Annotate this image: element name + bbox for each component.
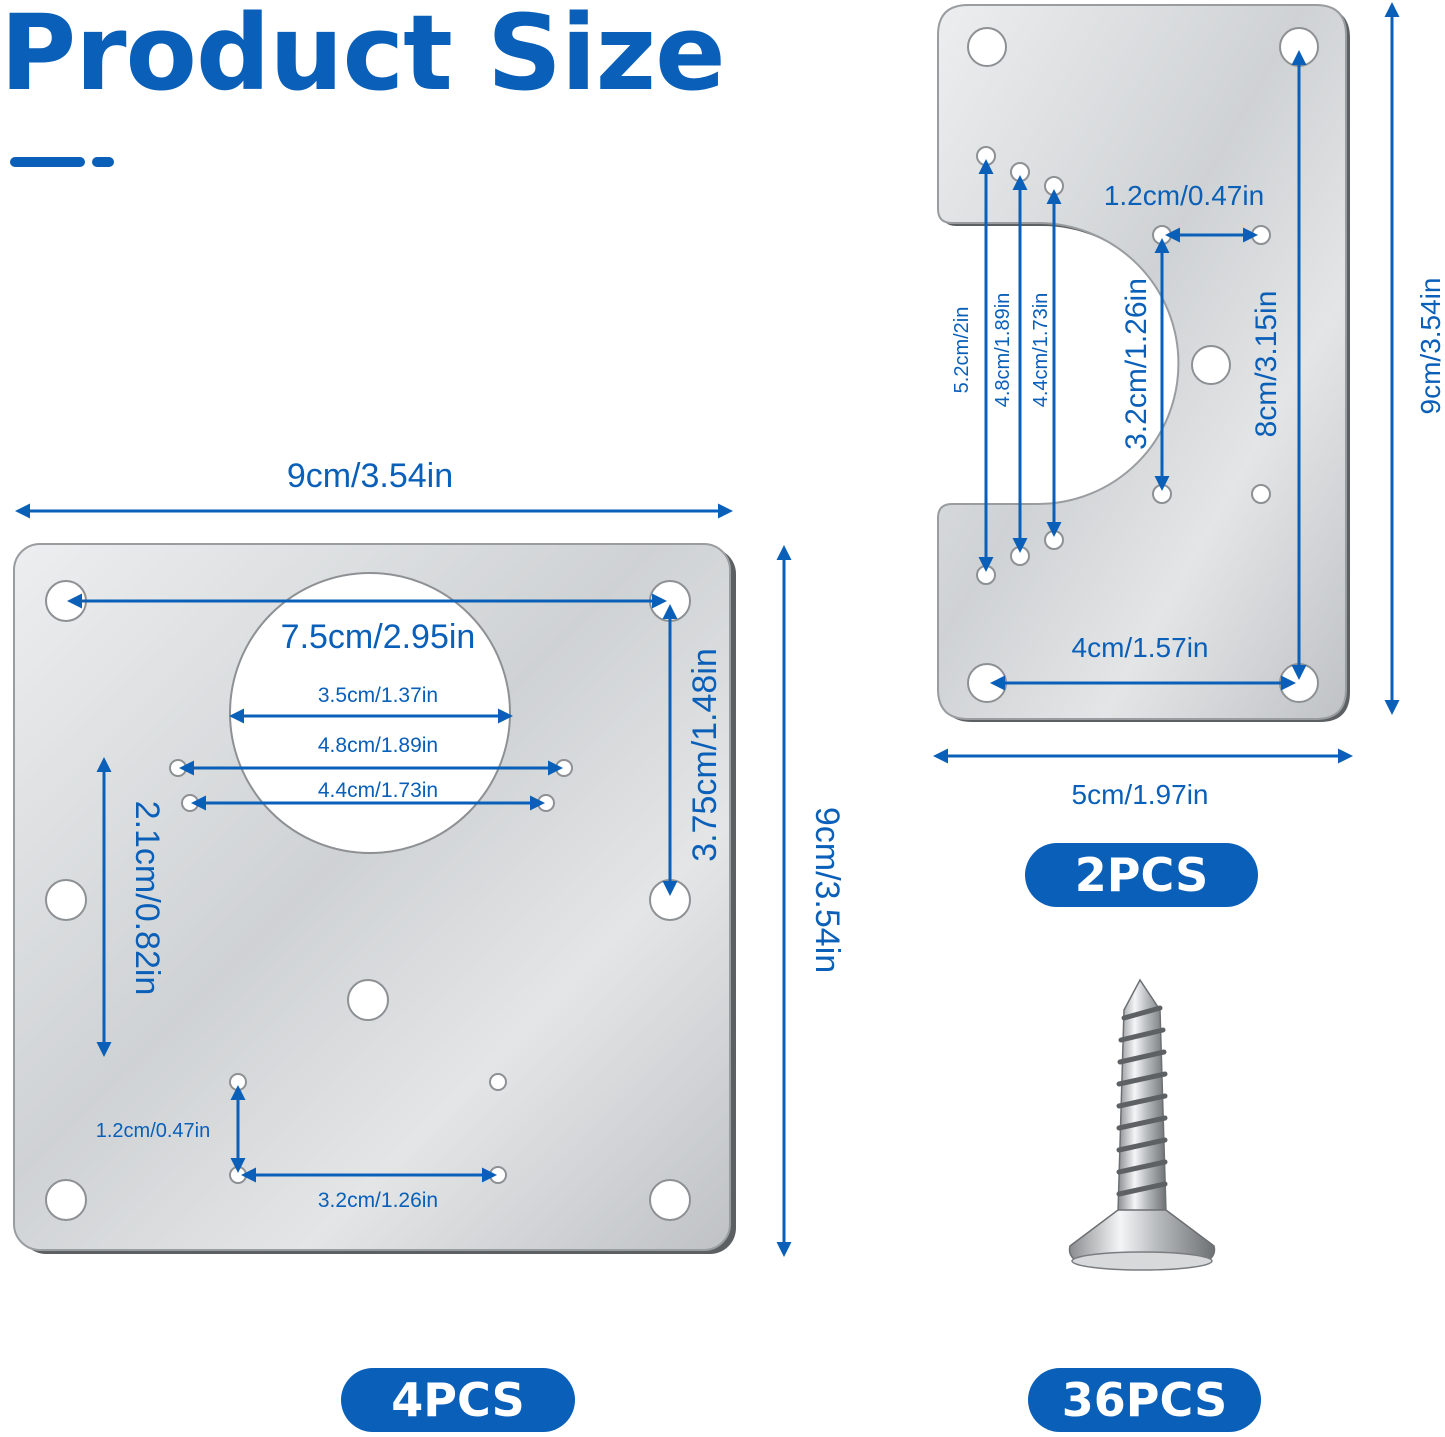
side-span-label: 3.75cm/1.48in bbox=[686, 648, 724, 862]
outer-hole-span-label: 4.8cm/1.89in bbox=[318, 734, 438, 757]
square-height-label: 9cm/3.54in bbox=[808, 807, 846, 973]
small-vertical-label: 1.2cm/0.47in bbox=[96, 1120, 211, 1142]
vertical-small-label: 3.2cm/1.26in bbox=[1120, 278, 1153, 450]
small-horizontal-label: 3.2cm/1.26in bbox=[318, 1189, 438, 1212]
circle-label: 3.5cm/1.37in bbox=[318, 684, 438, 707]
rect-width-label: 5cm/1.97in bbox=[1072, 779, 1209, 810]
small-hole bbox=[1251, 484, 1271, 504]
square-plate bbox=[13, 543, 736, 1254]
horizontal-small-label: 1.2cm/0.47in bbox=[1104, 180, 1264, 211]
bottom-span-label: 4cm/1.57in bbox=[1072, 632, 1209, 663]
square-plate-dimensions bbox=[14, 503, 792, 1257]
small-hole bbox=[229, 1073, 247, 1091]
inner-hole-span-label: 4.4cm/1.73in bbox=[318, 779, 438, 802]
small-hole bbox=[489, 1073, 507, 1091]
side-hole bbox=[45, 879, 87, 921]
quantity-badge-square-plate: 4PCS bbox=[341, 1368, 575, 1432]
corner-hole bbox=[45, 1179, 87, 1221]
vertical-hole-label: 2.1cm/0.82in bbox=[128, 801, 166, 996]
screw bbox=[1068, 978, 1216, 1271]
left-span-1-label: 5.2cm/2in bbox=[951, 307, 973, 394]
rect-height-label: 9cm/3.54in bbox=[1415, 278, 1445, 415]
left-span-3-label: 4.4cm/1.73in bbox=[1030, 293, 1052, 408]
large-round-cutout bbox=[229, 572, 511, 854]
title-underline-dot bbox=[92, 157, 114, 167]
corner-span-label: 7.5cm/2.95in bbox=[281, 618, 476, 656]
title-underline bbox=[10, 157, 85, 167]
quantity-badge-rect-plate: 2PCS bbox=[1025, 843, 1258, 907]
square-width-label: 9cm/3.54in bbox=[287, 457, 453, 495]
rect-plate bbox=[937, 4, 1350, 722]
left-span-2-label: 4.8cm/1.89in bbox=[992, 293, 1014, 408]
page-title: Product Size bbox=[0, 0, 726, 114]
center-hole bbox=[1191, 345, 1231, 385]
corner-hole bbox=[649, 1179, 691, 1221]
center-hole bbox=[347, 979, 389, 1021]
quantity-badge-screw: 36PCS bbox=[1028, 1368, 1261, 1432]
corner-hole bbox=[967, 27, 1007, 67]
rect-plate-dimensions bbox=[933, 1, 1400, 764]
hole-span-label: 8cm/3.15in bbox=[1250, 291, 1283, 438]
